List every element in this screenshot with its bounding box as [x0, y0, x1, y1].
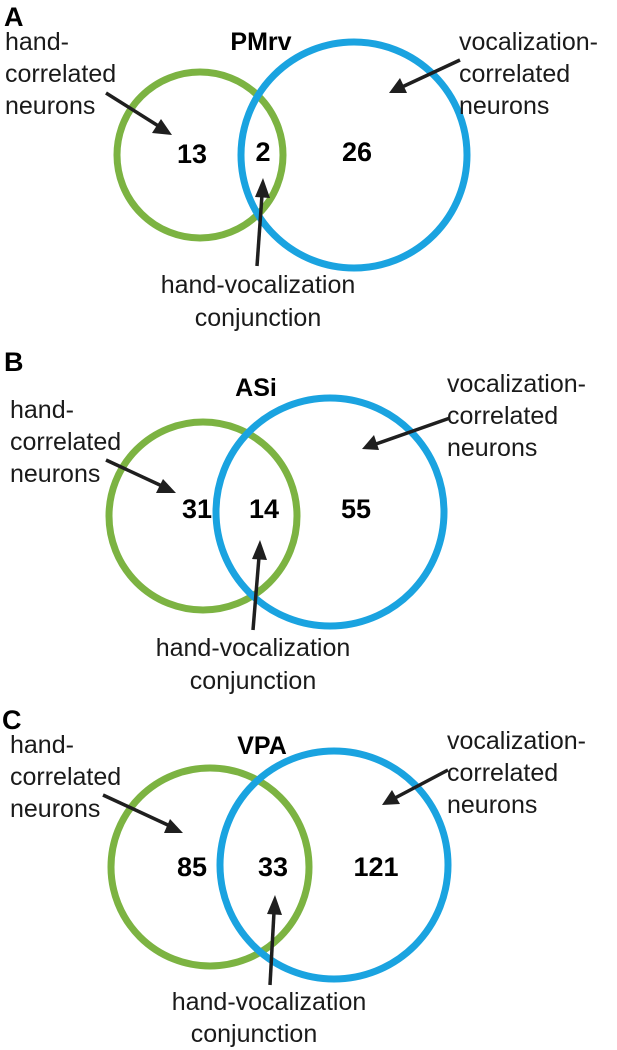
region-title: VPA	[237, 732, 287, 760]
panel-letter: C	[2, 705, 22, 735]
conjunction-label-line: conjunction	[190, 667, 316, 695]
vocalization-label-line: correlated	[447, 759, 558, 787]
panel-c: C VPA hand- correlated neurons vocalizat…	[2, 705, 586, 1048]
hand-arrow-head	[152, 119, 172, 135]
conjunction-count: 14	[249, 494, 279, 524]
hand-label-line: neurons	[10, 460, 100, 488]
hand-label-line: hand-	[10, 731, 74, 759]
conjunction-arrow	[255, 194, 264, 267]
vocalization-only-count: 26	[342, 137, 372, 167]
hand-arrow-head	[164, 819, 183, 833]
panel-letter: B	[4, 347, 24, 377]
vocalization-only-count: 121	[353, 852, 398, 882]
conjunction-arrow-head	[267, 895, 282, 915]
conjunction-count: 33	[258, 852, 288, 882]
vocalization-label-line: correlated	[447, 402, 558, 430]
conjunction-arrow-head	[255, 178, 270, 198]
hand-label-line: correlated	[5, 60, 116, 88]
vocalization-label-line: vocalization-	[447, 370, 586, 398]
vocalization-arrow	[375, 416, 451, 446]
hand-label-line: correlated	[10, 763, 121, 791]
vocalization-circle	[212, 394, 448, 630]
hand-only-count: 13	[177, 139, 207, 169]
hand-only-count: 85	[177, 852, 207, 882]
vocalization-circle	[237, 38, 471, 272]
vocalization-label-line: vocalization-	[447, 727, 586, 755]
hand-arrow	[102, 793, 171, 828]
hand-label-line: correlated	[10, 428, 121, 456]
vocalization-label-line: neurons	[447, 791, 537, 819]
vocalization-arrow-head	[362, 435, 379, 450]
panel-b: B ASi hand- correlated neurons vocalizat…	[4, 347, 586, 695]
panel-a: A PMrv hand- correlated neurons vocaliza…	[4, 2, 598, 332]
hand-arrow-head	[156, 479, 176, 493]
hand-label-line: hand-	[5, 28, 69, 56]
hand-label-line: neurons	[5, 92, 95, 120]
hand-arrow	[105, 91, 161, 129]
hand-label-line: neurons	[10, 795, 100, 823]
vocalization-label-line: correlated	[459, 60, 570, 88]
hand-only-count: 31	[182, 494, 212, 524]
vocalization-only-count: 55	[341, 494, 371, 524]
vocalization-arrow	[394, 768, 449, 800]
conjunction-count: 2	[255, 137, 270, 167]
region-title: ASi	[235, 374, 277, 402]
region-title: PMrv	[230, 28, 291, 56]
vocalization-label-line: neurons	[447, 434, 537, 462]
vocalization-circle	[216, 747, 452, 983]
vocalization-label-line: neurons	[459, 92, 549, 120]
vocalization-label-line: vocalization-	[459, 28, 598, 56]
hand-arrow	[105, 458, 163, 488]
hand-circle	[113, 68, 287, 242]
vocalization-arrow	[401, 58, 461, 89]
conjunction-label-line: hand-vocalization	[172, 988, 367, 1016]
vocalization-arrow-head	[389, 78, 407, 93]
panel-letter: A	[4, 2, 24, 32]
conjunction-label-line: hand-vocalization	[156, 634, 351, 662]
vocalization-arrow-head	[382, 790, 400, 805]
hand-circle	[107, 764, 313, 970]
conjunction-label-line: conjunction	[195, 304, 321, 332]
conjunction-label-line: conjunction	[191, 1020, 317, 1048]
conjunction-arrow	[251, 556, 261, 631]
hand-circle	[105, 418, 301, 614]
conjunction-label-line: hand-vocalization	[161, 271, 356, 299]
hand-label-line: hand-	[10, 396, 74, 424]
conjunction-arrow-head	[252, 540, 267, 560]
conjunction-arrow	[268, 911, 276, 986]
